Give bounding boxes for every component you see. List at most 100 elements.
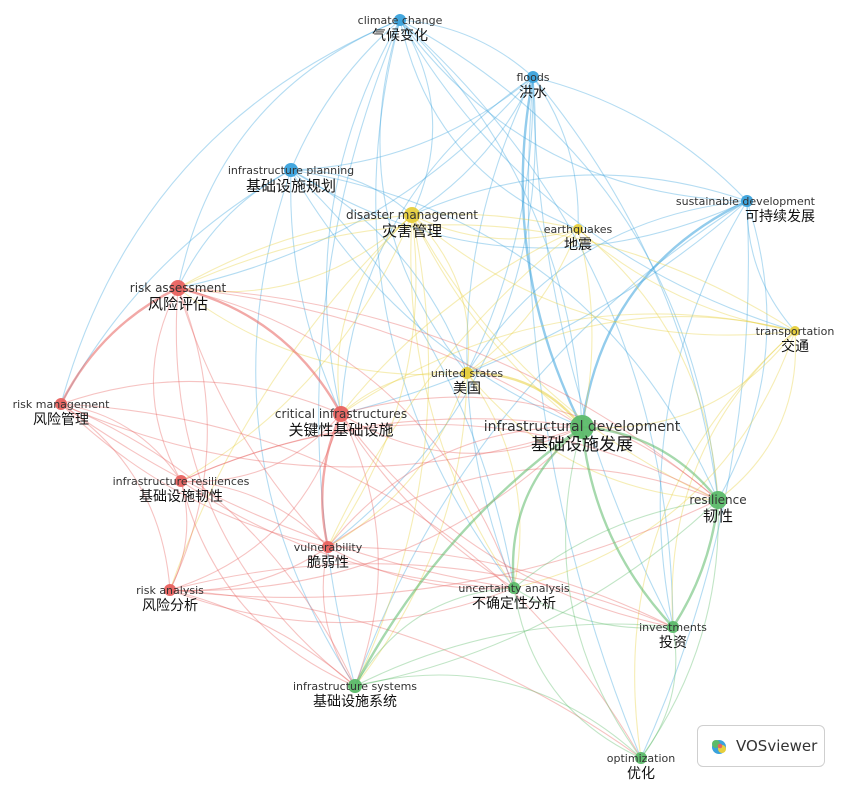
edge <box>466 200 748 374</box>
node-label-en: sustainable development <box>676 195 816 208</box>
node-label-zh: 交通 <box>781 338 809 355</box>
edge <box>466 228 579 374</box>
node-label-en: investments <box>639 621 707 634</box>
node-label-en: optimization <box>607 752 675 765</box>
node-circle[interactable] <box>573 224 583 234</box>
node-circle[interactable] <box>461 367 473 379</box>
edge <box>375 19 515 589</box>
edge <box>340 371 468 415</box>
edge <box>180 214 413 482</box>
edge <box>169 499 719 599</box>
node-label-zh: 投资 <box>659 635 687 651</box>
edge <box>532 76 748 202</box>
edge <box>169 287 208 591</box>
edge <box>60 403 515 589</box>
edge <box>290 76 534 171</box>
edge <box>177 287 719 501</box>
node-circle[interactable] <box>508 582 520 594</box>
edge <box>290 169 583 428</box>
edge <box>290 19 401 171</box>
edge <box>290 169 342 415</box>
node-label-en: infrastructure planning <box>228 164 354 177</box>
edge <box>353 426 583 687</box>
edge <box>60 403 182 482</box>
node-circle[interactable] <box>570 415 594 439</box>
edge <box>169 587 515 624</box>
edge <box>318 19 401 687</box>
edge <box>340 76 534 415</box>
edge <box>410 214 515 589</box>
edge <box>340 228 579 415</box>
edge <box>169 563 674 628</box>
node-label-zh: 可持续发展 <box>745 208 815 225</box>
node-circle[interactable] <box>322 541 334 553</box>
node-circle[interactable] <box>164 584 176 596</box>
edge <box>169 426 583 592</box>
node-circle[interactable] <box>394 14 406 26</box>
node-label-zh: 基础设施系统 <box>313 693 397 710</box>
edge <box>180 418 583 482</box>
node-label-en: risk analysis <box>136 584 204 597</box>
edge <box>290 169 515 589</box>
edge <box>671 330 796 628</box>
node-label-en: transportation <box>756 325 835 338</box>
node-circle[interactable] <box>175 475 187 487</box>
edge <box>290 169 748 249</box>
node-circle[interactable] <box>404 207 420 223</box>
edge <box>60 19 401 405</box>
edge <box>634 330 796 759</box>
node-circle[interactable] <box>55 398 67 410</box>
edge <box>60 403 583 468</box>
edge <box>340 396 719 501</box>
node-circle[interactable] <box>170 280 186 296</box>
edge <box>340 200 748 415</box>
node-circle[interactable] <box>790 326 800 336</box>
edge <box>466 76 534 589</box>
node-label-en: infrastructure systems <box>293 680 417 693</box>
node-label-en: united states <box>431 367 503 380</box>
node-circle[interactable] <box>667 621 679 633</box>
node-circle[interactable] <box>284 163 298 177</box>
node-circle[interactable] <box>741 195 753 207</box>
node-circle[interactable] <box>527 71 539 83</box>
node-circle[interactable] <box>709 491 727 509</box>
edge <box>290 169 413 216</box>
node-label-zh: 美国 <box>453 381 481 397</box>
edge <box>327 76 536 548</box>
node-circle[interactable] <box>348 679 362 693</box>
edge <box>577 228 719 501</box>
edge <box>354 587 515 687</box>
edge <box>177 287 329 548</box>
edge <box>513 330 796 589</box>
node-circle[interactable] <box>333 406 349 422</box>
edge <box>177 286 343 415</box>
edge <box>580 426 674 628</box>
edge <box>411 214 470 374</box>
edge <box>177 224 796 332</box>
node-circle[interactable] <box>635 752 647 764</box>
edge <box>290 169 719 501</box>
edge <box>340 313 796 415</box>
node-label-zh: 基础设施韧性 <box>139 488 223 505</box>
edge <box>581 330 796 429</box>
